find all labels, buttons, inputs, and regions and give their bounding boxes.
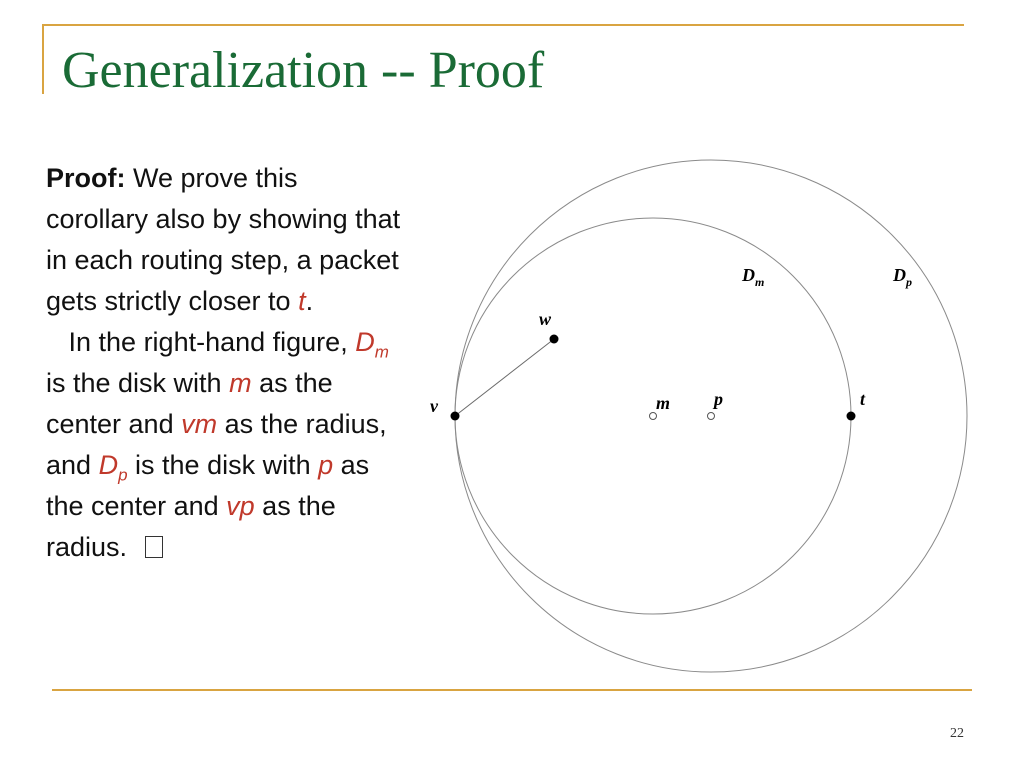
proof-term-dm-sub: m bbox=[374, 342, 389, 362]
title-frame-left-rule bbox=[42, 24, 44, 94]
slide-title: Generalization -- Proof bbox=[62, 42, 545, 99]
proof-term-dp-sub: p bbox=[118, 465, 128, 485]
proof-lead: Proof: bbox=[46, 163, 126, 193]
proof-sentence-4: is the disk with bbox=[46, 368, 230, 398]
point-v bbox=[450, 411, 460, 421]
proof-term-p: p bbox=[318, 450, 334, 480]
point-w bbox=[549, 334, 559, 344]
page-number: 22 bbox=[950, 726, 964, 741]
proof-sentence-2: . bbox=[305, 286, 314, 316]
proof-sentence-8: as the center and bbox=[46, 450, 370, 521]
label-t: t bbox=[860, 389, 866, 409]
proof-term-m: m bbox=[229, 368, 252, 398]
proof-paragraph: Proof: We prove this corollary also by s… bbox=[46, 158, 401, 568]
proof-sentence-7: is the disk with bbox=[127, 450, 319, 480]
footer-rule bbox=[52, 689, 972, 691]
proof-term-dm-base: D bbox=[355, 327, 375, 357]
proof-sentence-3: In the right-hand figure, bbox=[68, 327, 356, 357]
proof-sentence-5: as the center and bbox=[46, 368, 333, 439]
label-v: v bbox=[430, 396, 439, 416]
proof-term-dp: Dp bbox=[98, 450, 128, 483]
label-dm: Dm bbox=[741, 265, 764, 289]
proof-sentence-6: as the radius, and bbox=[46, 409, 387, 480]
qed-box-icon bbox=[145, 536, 164, 558]
label-dm-sub: m bbox=[755, 275, 764, 289]
proof-term-vm: vm bbox=[181, 409, 218, 439]
proof-term-vp: vp bbox=[226, 491, 255, 521]
point-t bbox=[846, 411, 856, 421]
proof-term-t: t bbox=[298, 286, 306, 316]
label-m: m bbox=[656, 393, 670, 413]
proof-sentence-9: as the radius. bbox=[46, 491, 336, 562]
point-p bbox=[707, 412, 715, 420]
label-dp: Dp bbox=[892, 265, 912, 289]
proof-term-dm: Dm bbox=[355, 327, 389, 360]
label-dp-base: D bbox=[892, 265, 906, 285]
label-w: w bbox=[539, 309, 552, 329]
segment-vw bbox=[454, 338, 555, 417]
proof-sentence-1: We prove this corollary also by showing … bbox=[46, 163, 401, 316]
title-frame-top-rule bbox=[42, 24, 964, 26]
label-dm-base: D bbox=[741, 265, 755, 285]
label-dp-sub: p bbox=[905, 275, 912, 289]
label-p: p bbox=[712, 389, 723, 409]
point-m bbox=[649, 412, 657, 420]
proof-term-dp-base: D bbox=[98, 450, 119, 480]
